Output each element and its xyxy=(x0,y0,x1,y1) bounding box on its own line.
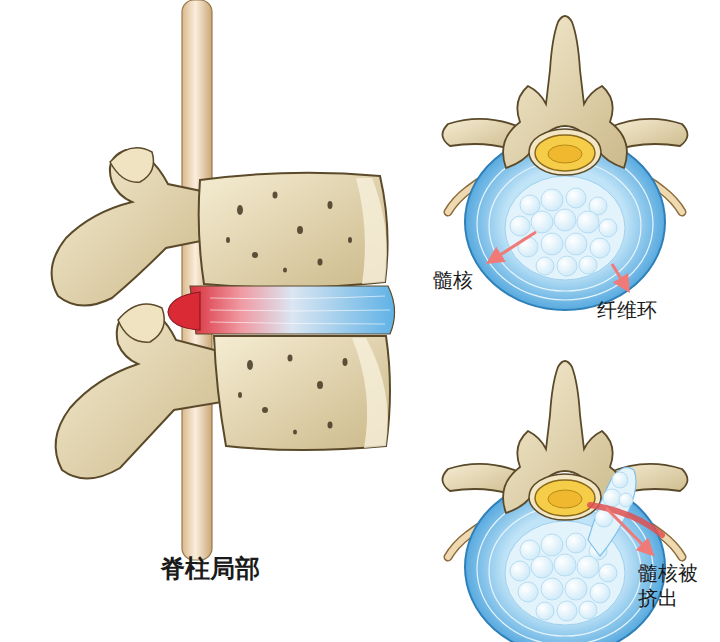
part-label: 髓核被 挤出 xyxy=(638,561,704,611)
part-label: 纤维环 xyxy=(597,298,657,323)
label-text: 髓核 xyxy=(433,268,473,292)
part-label: 髓核 xyxy=(433,268,473,293)
label-text: 脊柱局部 xyxy=(160,554,260,583)
label-text: 髓核被 挤出 xyxy=(638,561,698,610)
label-text: 纤维环 xyxy=(597,298,657,322)
figure-caption: 脊柱局部 xyxy=(160,553,260,584)
